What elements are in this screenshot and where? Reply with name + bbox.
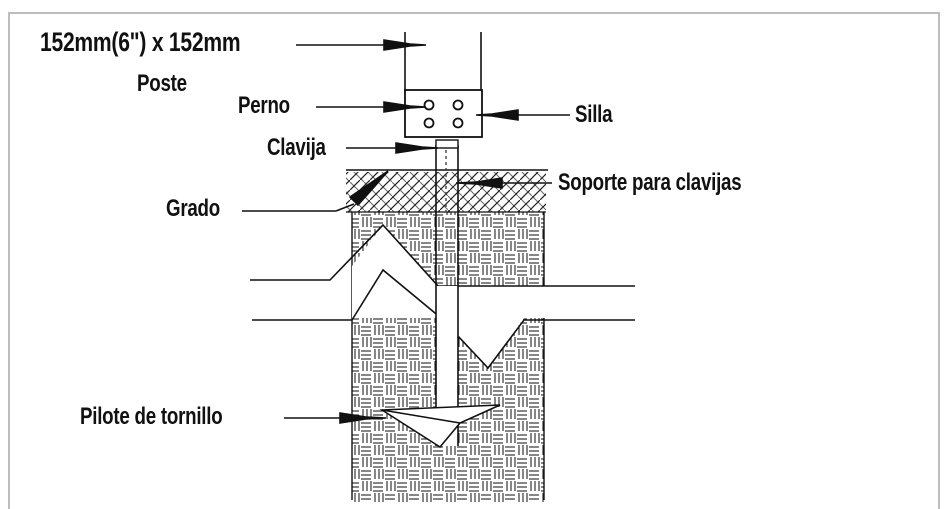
leader-post-size	[296, 39, 427, 51]
diagram-frame	[8, 12, 940, 509]
screw-helix	[379, 404, 501, 449]
grade-label: Grado	[166, 195, 220, 222]
saddle	[404, 89, 483, 138]
post-size-label: 152mm(6") x 152mm	[40, 27, 241, 57]
leader-screw-pile	[284, 412, 387, 424]
pin-bracket	[435, 139, 459, 149]
grade-layer	[346, 169, 548, 213]
leader-grade	[242, 170, 389, 212]
leader-saddle	[475, 109, 570, 121]
bolt-label: Perno	[238, 92, 290, 119]
post-label: Poste	[137, 70, 187, 97]
pile-shaft	[435, 145, 459, 446]
leader-pin-bracket	[455, 177, 552, 189]
screw-pile-label: Pilote de tornillo	[80, 403, 223, 430]
post	[404, 32, 482, 92]
pin-bracket-label: Soporte para clavijas	[558, 169, 742, 196]
pin-label: Clavija	[267, 134, 326, 161]
leader-bolt	[316, 101, 427, 113]
leader-pin	[346, 142, 439, 154]
saddle-label: Silla	[575, 101, 613, 128]
